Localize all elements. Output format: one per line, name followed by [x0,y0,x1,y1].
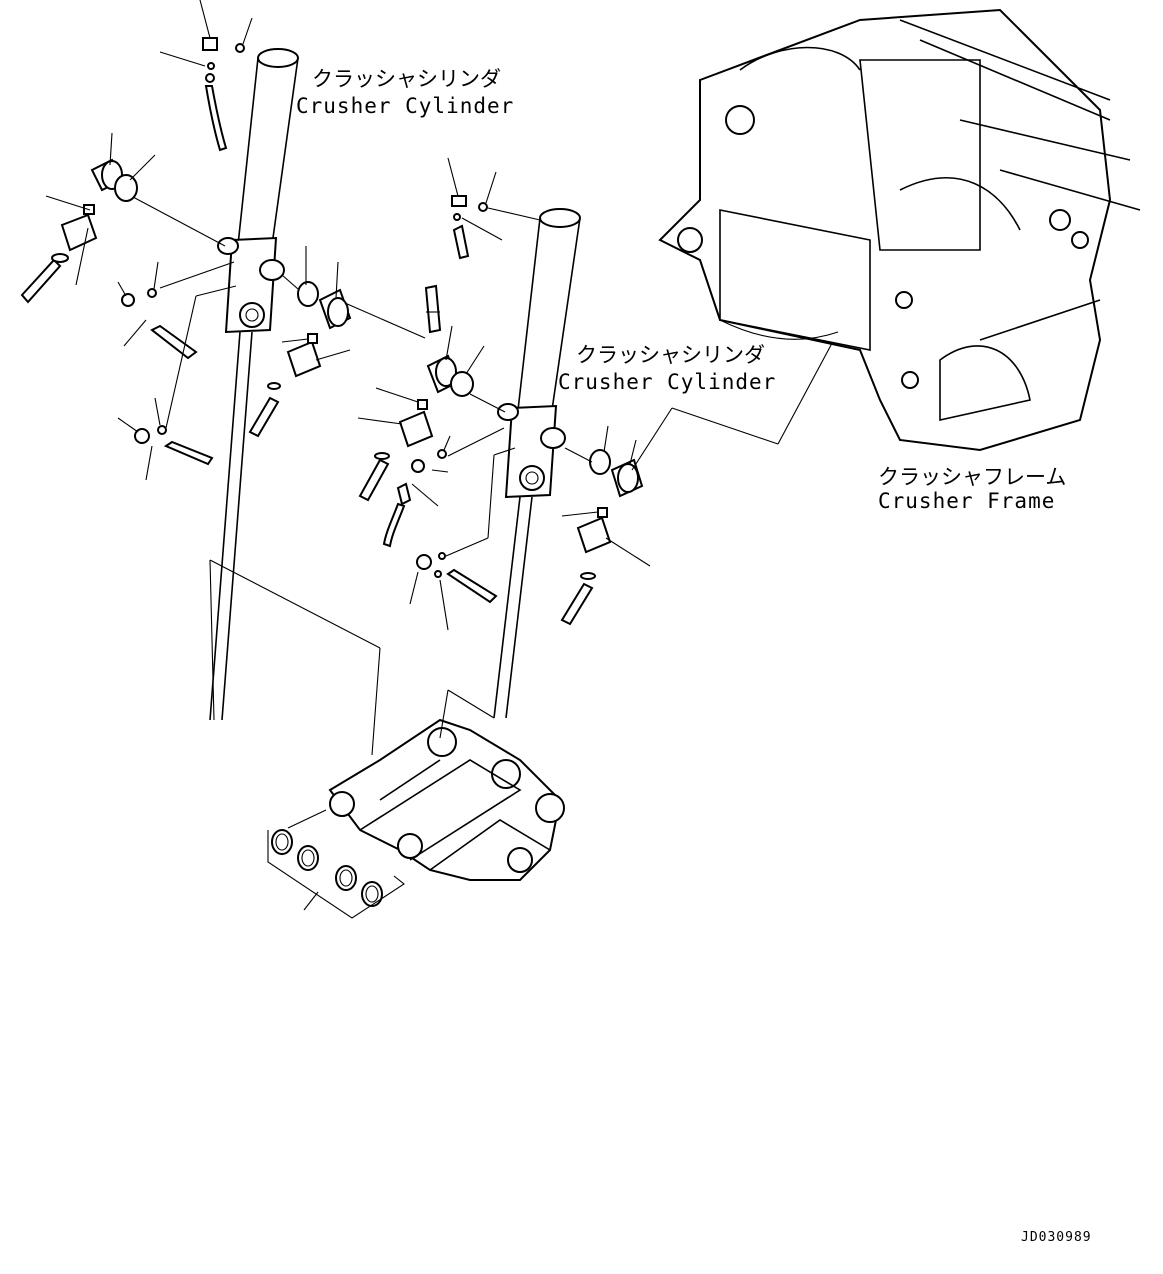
left-crusher-cylinder [209,48,299,721]
label-left-crusher-cylinder: クラッシャシリンダ Crusher Cylinder [296,67,514,118]
right-bushings [560,331,839,626]
label-left-cylinder-en: Crusher Cylinder [296,94,514,118]
crusher-frame [658,8,1141,452]
document-id: JD030989 [1021,1230,1092,1245]
middle-bushings [248,246,426,438]
label-right-cylinder-en: Crusher Cylinder [558,370,776,394]
label-crusher-frame: クラッシャフレーム Crusher Frame [878,465,1066,513]
right-crusher-cylinder [493,208,581,719]
label-right-crusher-cylinder: クラッシャシリンダ Crusher Cylinder [558,343,776,394]
label-frame-en: Crusher Frame [878,489,1055,513]
label-right-cylinder-jp: クラッシャシリンダ [576,343,765,367]
label-left-cylinder-jp: クラッシャシリンダ [312,67,501,91]
label-frame-jp: クラッシャフレーム [878,465,1066,489]
washers [267,809,405,919]
left-cylinder-fittings [20,0,253,481]
jaw-link-assembly [209,559,565,881]
right-cylinder-fittings [357,157,541,631]
